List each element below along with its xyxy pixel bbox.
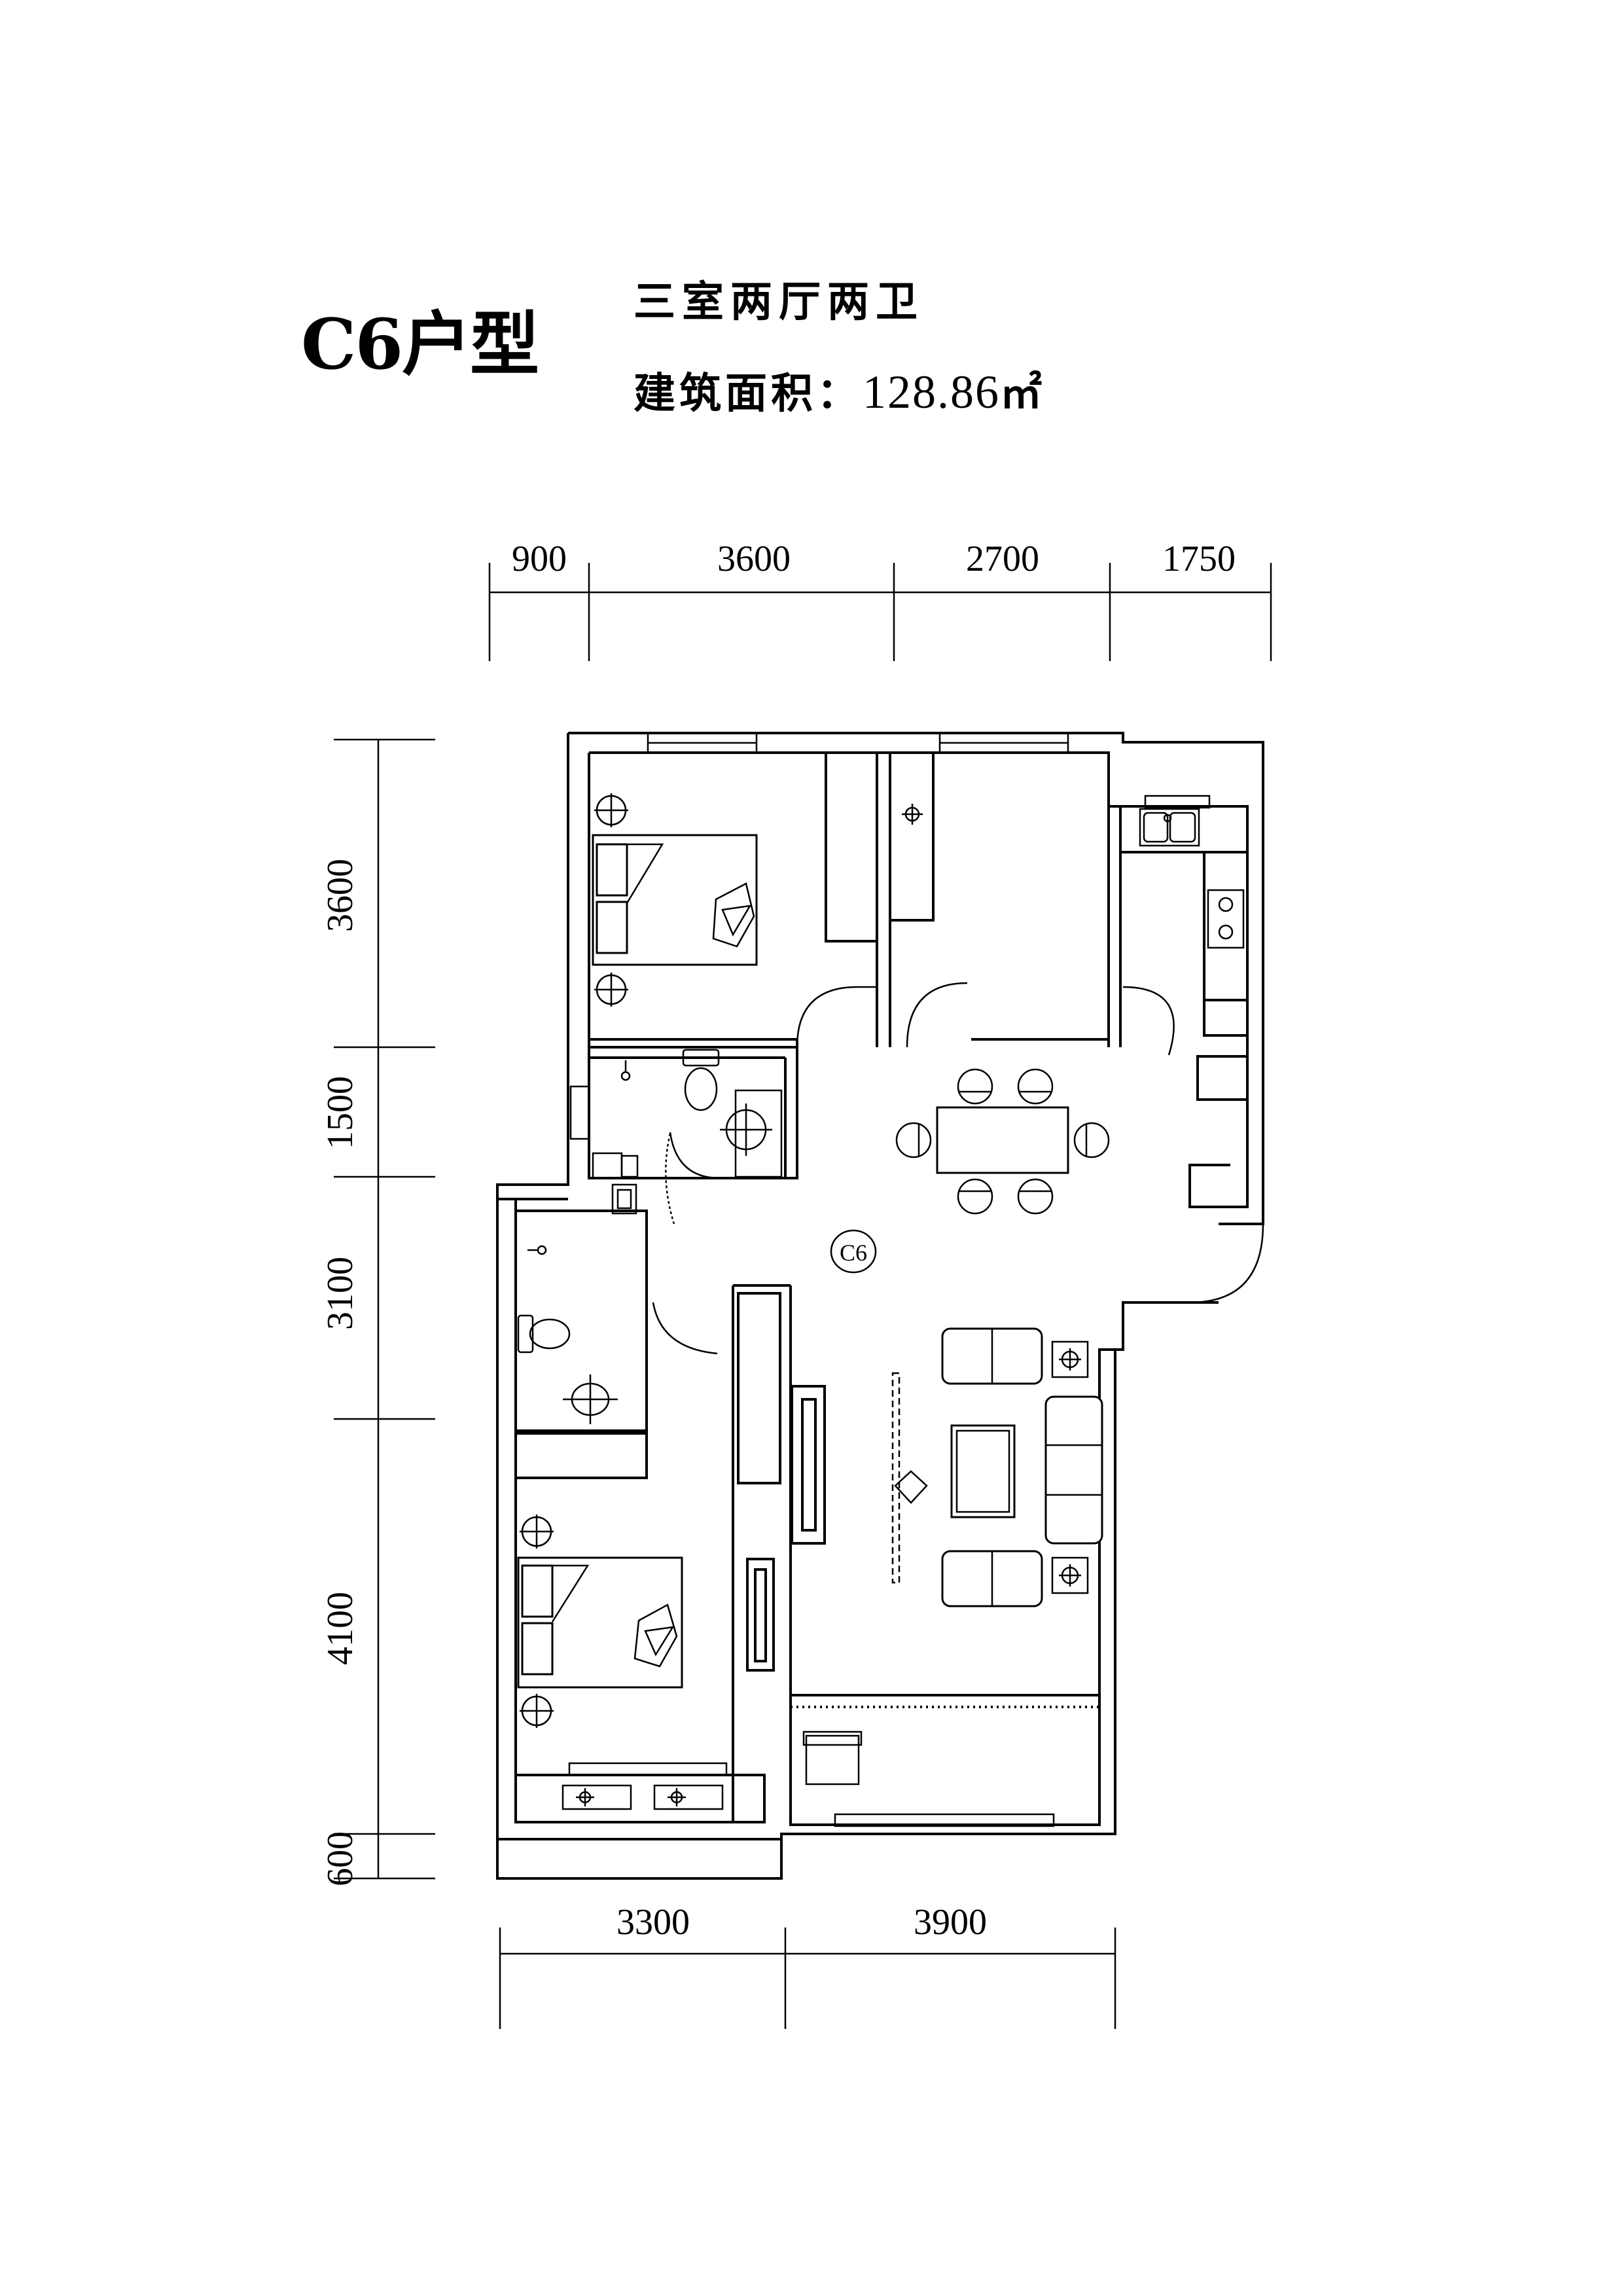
dining-table	[895, 1068, 1110, 1215]
area-line: 建筑面积：128.86㎡	[633, 360, 1046, 420]
unit-title: C6户型	[301, 303, 539, 385]
dim-left-4: 4100	[320, 1592, 361, 1665]
washbasin-2	[563, 1374, 618, 1424]
dim-top-1: 900	[512, 539, 567, 579]
dim-top-4: 1750	[1162, 539, 1236, 579]
unit-tag: C6	[830, 1229, 877, 1274]
bottom-dimension: 3300 3900	[499, 1902, 1116, 2029]
dim-top-3: 2700	[966, 539, 1039, 579]
dim-left-2: 1500	[320, 1076, 361, 1149]
kitchen-sink	[1139, 808, 1200, 847]
windows	[568, 732, 1211, 1827]
top-dimension: 900 3600 2700 1750	[488, 539, 1272, 661]
area-value: 128.86	[863, 366, 1000, 418]
balcony-lamps	[562, 1784, 724, 1810]
left-dimension: 3600 1500 3100 4100 600	[320, 738, 435, 1886]
area-unit: ㎡	[1000, 370, 1046, 418]
toilet-1	[620, 1049, 720, 1111]
area-label: 建筑面积：	[633, 370, 863, 418]
unit-tag-label: C6	[840, 1240, 867, 1266]
layout-type: 三室两厅两卫	[633, 278, 924, 327]
bed-2	[517, 1556, 683, 1689]
dim-top-2: 3600	[717, 539, 791, 579]
closet-lamp	[902, 804, 923, 825]
dim-left-3: 3100	[320, 1257, 361, 1330]
washer-icon	[592, 1152, 639, 1215]
stove-icon	[1207, 889, 1245, 949]
dim-bottom-1: 3300	[616, 1902, 690, 1943]
washbasin-1	[720, 1089, 783, 1178]
sofa-set	[891, 1327, 1103, 1607]
nightstand-1	[594, 793, 628, 1007]
dim-bottom-2: 3900	[914, 1902, 987, 1943]
doors	[652, 982, 1264, 1355]
bed-1	[592, 834, 758, 966]
balcony-chair	[802, 1731, 863, 1785]
dim-left-5: 600	[320, 1831, 361, 1886]
nightstand-2	[520, 1515, 554, 1728]
toilet-2	[517, 1245, 571, 1354]
dim-left-1: 3600	[320, 859, 361, 932]
